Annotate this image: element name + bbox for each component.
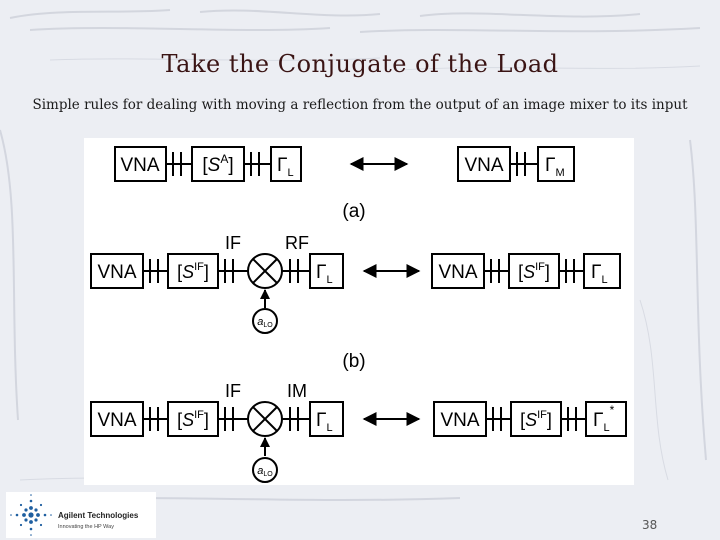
lo-source [252,308,278,334]
vna-label: VNA [120,155,159,176]
page-number: 38 [642,518,658,532]
vna-label: VNA [464,155,503,176]
lo-source [252,457,278,483]
port-label-if: IF [225,233,241,253]
port-label-im: IM [287,381,307,401]
s-matrix-label: [SIF] [177,261,209,282]
load-box [585,401,627,437]
spark-logo-icon [10,494,52,536]
load-box [309,401,344,437]
lo-label: aLO [257,316,273,329]
vna-label: VNA [440,410,479,431]
s-matrix-label: [SIF] [177,409,209,430]
lo-label: aLO [257,465,273,478]
load-gamma-label: ΓL [316,262,333,286]
s-matrix-label: [SIF] [518,261,550,282]
load-box [309,253,344,289]
port-label-if: IF [225,381,241,401]
caption-b: (b) [342,351,365,372]
company-logo [6,492,156,538]
load-gamma-label: ΓL [591,262,608,286]
load-gamma-label: ΓL [277,155,294,179]
load-box [537,146,575,182]
vna-label: VNA [438,262,477,283]
load-box [270,146,302,182]
s-matrix-label: [SA] [202,152,233,176]
load-gamma-label: ΓM [545,155,565,179]
port-label-rf: RF [285,233,309,253]
load-box [583,253,621,289]
figure-svg: VNA [SA] ΓL VNA ΓM (a) IF RF VNA [SIF] Γ… [90,146,627,483]
logo-tagline: Innovating the HP Way [58,524,114,530]
caption-a: (a) [342,201,365,222]
load-gamma-conjugate-label: ΓL* [593,403,615,434]
slide-subtitle: Simple rules for dealing with moving a r… [32,97,688,113]
load-gamma-label: ΓL [316,410,333,434]
s-matrix-label: [SIF] [520,409,552,430]
slide-title: Take the Conjugate of the Load [161,50,559,78]
mixer-reflection-figure: VNA [SA] ΓL VNA ΓM (a) IF RF VNA [SIF] Γ… [84,138,634,485]
vna-label: VNA [97,410,136,431]
vna-label: VNA [97,262,136,283]
logo-company-name: Agilent Technologies [58,511,139,520]
